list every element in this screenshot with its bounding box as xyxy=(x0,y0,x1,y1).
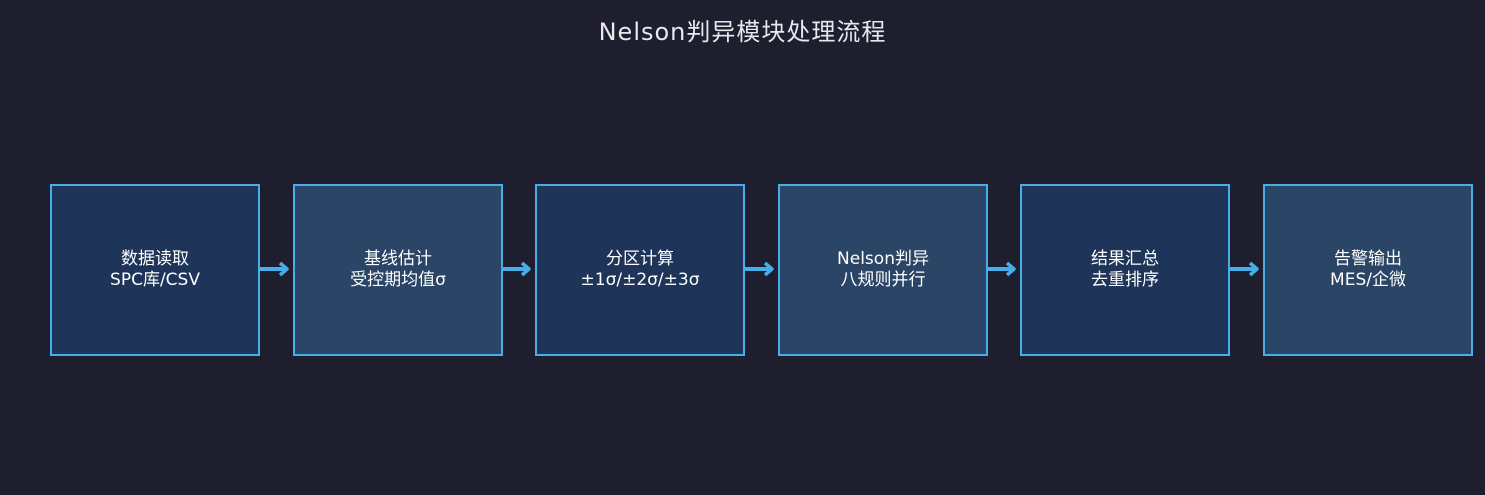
step-detail: 受控期均值σ xyxy=(350,270,446,290)
step-nelson-rules: Nelson判异 八规则并行 xyxy=(778,184,988,356)
step-alarm-output: 告警输出 MES/企微 xyxy=(1263,184,1473,356)
step-result-summary: 结果汇总 去重排序 xyxy=(1020,184,1230,356)
arrow-right-icon xyxy=(260,261,289,277)
step-label: 数据读取 xyxy=(121,249,189,269)
arrow-right-icon xyxy=(745,261,774,277)
step-detail: ±1σ/±2σ/±3σ xyxy=(580,270,700,290)
step-detail: 八规则并行 xyxy=(840,270,926,290)
step-data-read: 数据读取 SPC库/CSV xyxy=(50,184,260,356)
arrow-right-icon xyxy=(502,261,531,277)
step-label: 分区计算 xyxy=(606,249,674,269)
step-label: Nelson判异 xyxy=(837,249,929,269)
step-detail: SPC库/CSV xyxy=(110,270,200,290)
step-zone-calculation: 分区计算 ±1σ/±2σ/±3σ xyxy=(535,184,745,356)
diagram-title: Nelson判异模块处理流程 xyxy=(598,18,887,46)
step-detail: 去重排序 xyxy=(1091,270,1159,290)
step-baseline-estimate: 基线估计 受控期均值σ xyxy=(293,184,503,356)
step-detail: MES/企微 xyxy=(1330,270,1406,290)
step-label: 结果汇总 xyxy=(1091,249,1159,269)
step-label: 基线估计 xyxy=(364,249,432,269)
arrow-right-icon xyxy=(987,261,1016,277)
step-label: 告警输出 xyxy=(1334,249,1402,269)
arrow-right-icon xyxy=(1230,261,1259,277)
